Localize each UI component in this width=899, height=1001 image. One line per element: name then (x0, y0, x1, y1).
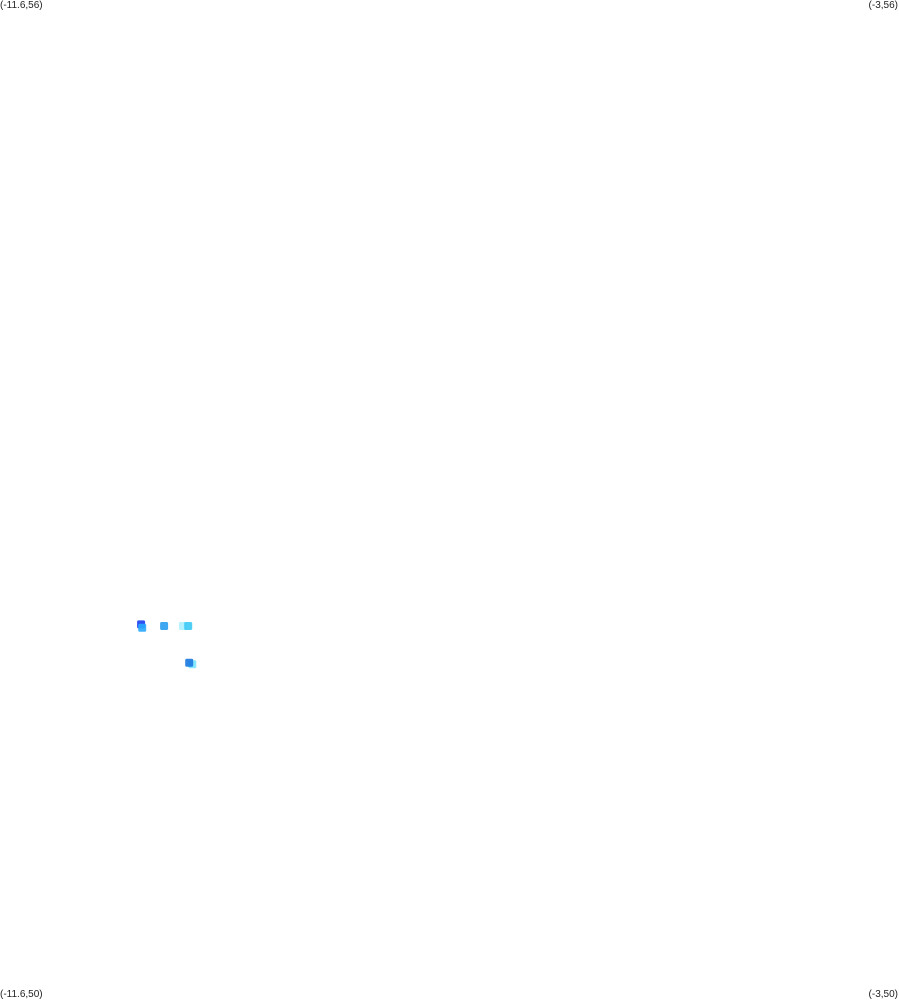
corner-label-bottom-left: (-11.6,50) (0, 989, 43, 1000)
corner-label-top-right: (-3,56) (868, 0, 898, 11)
corner-label-bottom-right: (-3,50) (868, 989, 898, 1000)
corner-label-top-left: (-11.6,56) (0, 0, 43, 11)
map-point-3[interactable] (160, 622, 169, 630)
map-point-2[interactable] (138, 623, 147, 632)
map-point-5[interactable] (184, 622, 193, 630)
map-point-7[interactable] (185, 658, 194, 667)
